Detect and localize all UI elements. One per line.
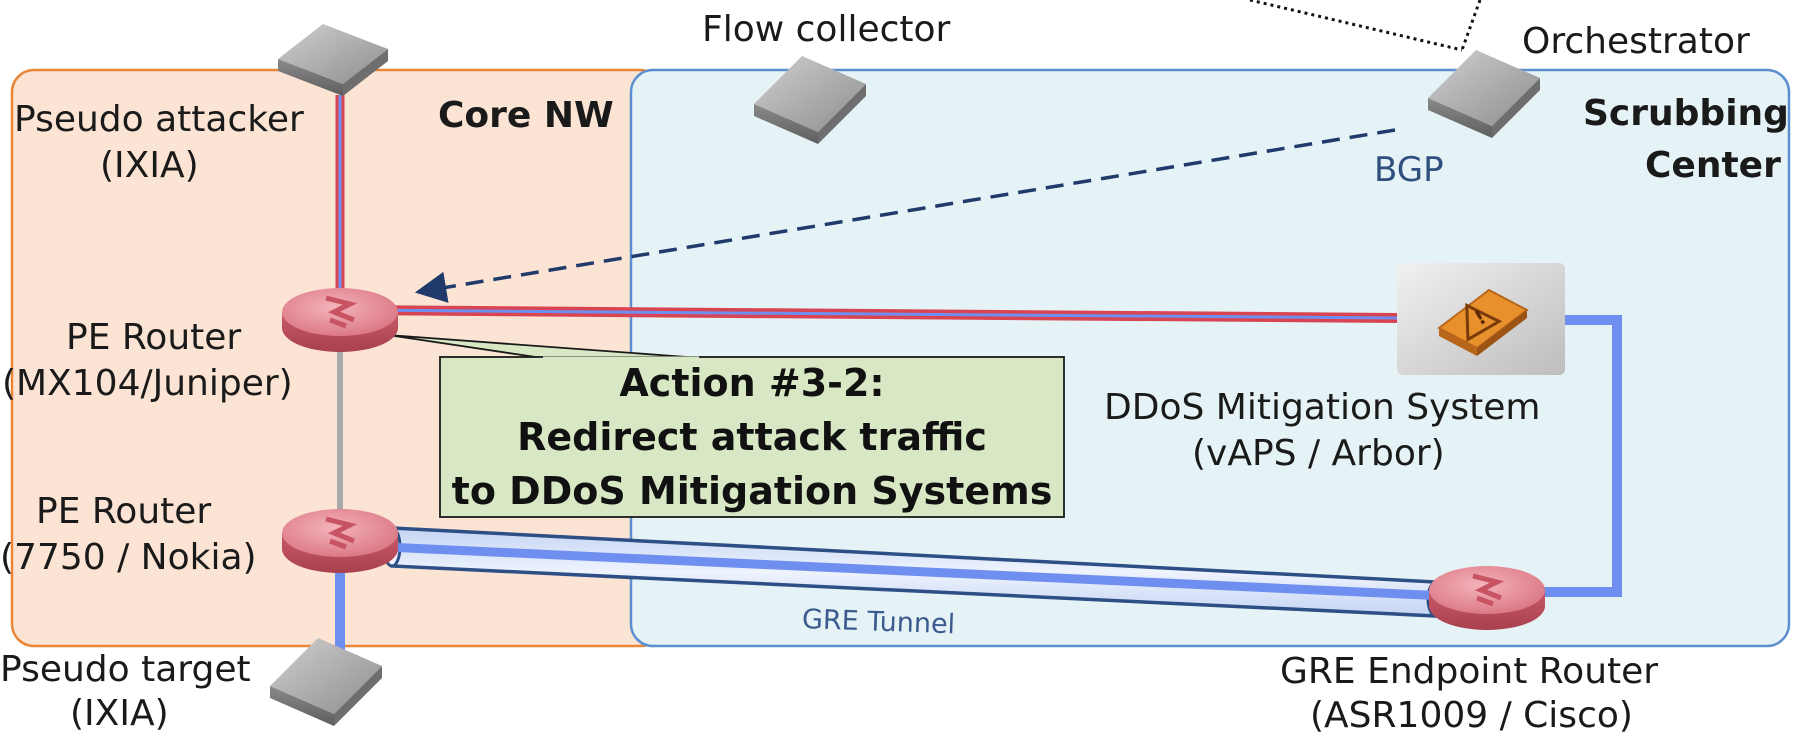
bgp-announcement-arrow: [414, 128, 1396, 303]
bgp-label: BGP: [1374, 150, 1444, 190]
server-icon: [278, 24, 388, 96]
orchestrator-dotted-link-2: [1460, 0, 1482, 51]
pseudo-target-label: Pseudo target: [0, 649, 251, 690]
callout-line-2: Redirect attack traffic: [517, 415, 987, 459]
server-icon: [754, 56, 866, 144]
router-icon: [282, 509, 398, 573]
orchestrator-label: Orchestrator: [1522, 21, 1750, 62]
scrubbing-center-label-1: Scrubbing: [1583, 93, 1789, 134]
redirect-path-inner: [339, 308, 1401, 320]
pseudo-attacker-sublabel: (IXIA): [100, 145, 199, 186]
ddos-appliance: !: [1397, 263, 1565, 375]
core-nw-label: Core NW: [438, 95, 614, 136]
clean-return-path: [1540, 315, 1622, 597]
ddos-system-label: DDoS Mitigation System: [1104, 387, 1541, 428]
orchestrator-dotted-link: [1249, 0, 1463, 52]
callout-line-3: to DDoS Mitigation Systems: [451, 469, 1053, 513]
gre-tunnel-label: GRE Tunnel: [801, 604, 956, 641]
pe-router-juniper-label: PE Router: [66, 317, 242, 358]
ddos-system-sublabel: (vAPS / Arbor): [1192, 433, 1445, 474]
callout-line-1: Action #3-2:: [619, 361, 885, 405]
flow-collector-label: Flow collector: [702, 9, 951, 50]
router-icon: [282, 288, 398, 352]
pe-router-nokia-sublabel: (7750 / Nokia): [0, 537, 257, 578]
pseudo-attacker-label: Pseudo attacker: [14, 99, 304, 140]
pe-router-nokia-label: PE Router: [36, 491, 212, 532]
action-callout-box: [439, 356, 1065, 518]
scrubbing-center-label-2: Center: [1645, 145, 1781, 186]
server-icon: [1428, 50, 1540, 138]
gre-endpoint-label: GRE Endpoint Router: [1280, 651, 1659, 692]
pe-router-juniper-sublabel: (MX104/Juniper): [2, 363, 293, 404]
gre-endpoint-sublabel: (ASR1009 / Cisco): [1310, 695, 1633, 736]
server-icon: [270, 638, 382, 726]
pseudo-target-sublabel: (IXIA): [70, 693, 169, 734]
router-icon: [1429, 566, 1545, 630]
warning-icon: !: [1437, 288, 1529, 356]
